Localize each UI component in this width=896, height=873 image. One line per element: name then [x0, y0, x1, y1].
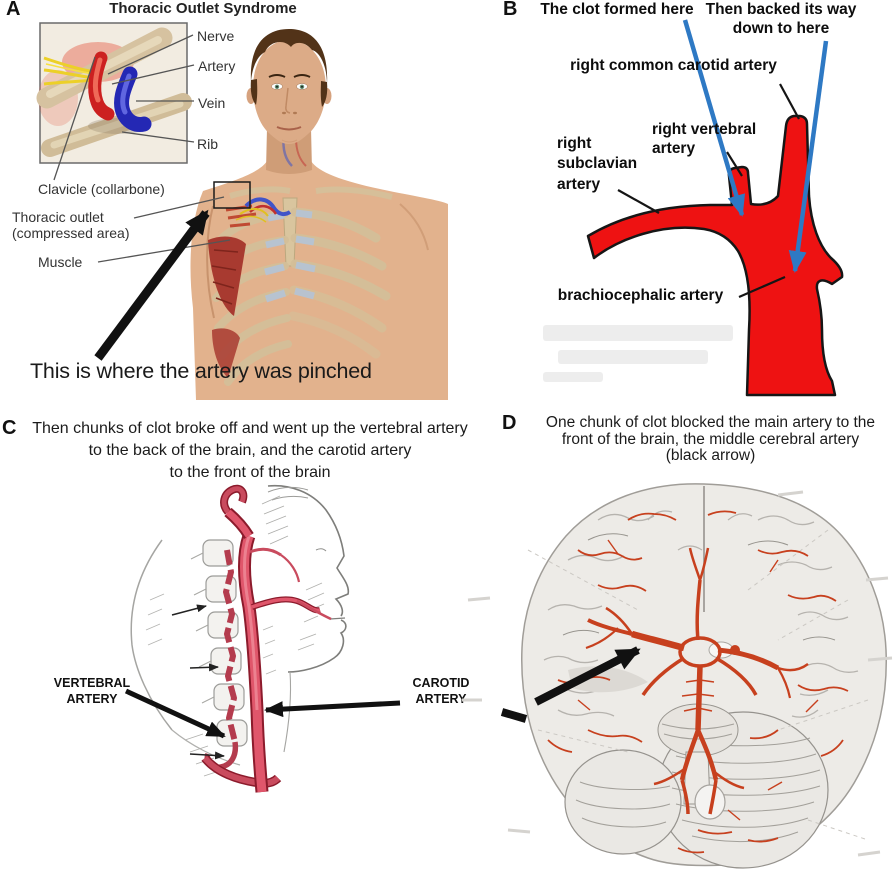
panel-c-caption-line1: Then chunks of clot broke off and went u…: [32, 420, 468, 437]
panel-a-title: Thoracic Outlet Syndrome: [109, 0, 297, 17]
label-carotid-artery: CAROTID ARTERY: [412, 676, 470, 706]
label-compressed-area: (compressed area): [12, 225, 130, 241]
panel-c-caption-line2: to the back of the brain, and the caroti…: [88, 442, 412, 459]
label-brachiocephalic: brachiocephalic artery: [557, 287, 724, 304]
label-nerve: Nerve: [197, 28, 235, 44]
engraving-leader-lines: [527, 529, 869, 841]
panel-c-letter: C: [2, 417, 17, 439]
jpeg-artifacts: [543, 325, 733, 382]
panel-b-letter: B: [503, 0, 518, 20]
label-vein: Vein: [198, 95, 226, 111]
label-vertebral-artery: VERTEBRAL ARTERY: [53, 676, 131, 706]
label-muscle: Muscle: [38, 254, 83, 270]
panel-d-caption-line3: (black arrow): [665, 447, 756, 464]
panel-a-illustration: [36, 22, 448, 400]
label-right-common-carotid: right common carotid artery: [570, 57, 777, 74]
inset-diagram: [36, 22, 192, 164]
label-arrows: [124, 688, 401, 739]
label-clavicle: Clavicle (collarbone): [38, 181, 165, 197]
label-leader-lines: [53, 34, 231, 263]
panel-d-caption-line1: One chunk of clot blocked the main arter…: [545, 414, 876, 431]
panel-b-illustration: [543, 19, 844, 397]
panel-c-illustration: [124, 484, 401, 793]
callout-arrows: [682, 19, 829, 273]
pointer-lines: [617, 83, 800, 299]
callout-backed-down: Then backed its way down to here: [705, 1, 857, 37]
panel-a-letter: A: [6, 0, 21, 20]
label-rib: Rib: [197, 136, 219, 152]
cortical-branches: [547, 510, 849, 854]
panel-a-caption: This is where the artery was pinched: [30, 359, 372, 383]
panel-d: D One chunk of clot blocked the main art…: [448, 400, 896, 873]
gyri: [543, 510, 859, 718]
small-arrows: [171, 604, 225, 760]
marginal-marks: [462, 490, 893, 857]
artery-diagram: [586, 114, 844, 397]
torso-illustration: [190, 29, 448, 400]
sulci: [562, 533, 836, 641]
rib-cartilage: [264, 209, 316, 303]
compression-site-box: [213, 181, 251, 209]
artery-twigs: [577, 539, 819, 821]
panel-d-caption-line2: front of the brain, the middle cerebral …: [561, 430, 860, 448]
label-right-vertebral: right vertebral artery: [652, 121, 757, 157]
brain-arteries: [547, 510, 849, 854]
panel-c: C Then chunks of clot broke off and went…: [0, 400, 500, 873]
panel-c-caption-line3: to the front of the brain: [169, 464, 331, 481]
clot-arrow: [500, 646, 641, 723]
panel-d-caption: One chunk of clot blocked the main arter…: [533, 414, 888, 465]
subclavian-vessels: [235, 197, 292, 223]
panel-c-caption: Then chunks of clot broke off and went u…: [25, 418, 475, 484]
carotid-artery-drawing: [220, 484, 332, 793]
panel-b: B The clot formed here Then backed its w…: [448, 0, 896, 400]
label-thoracic-outlet: Thoracic outlet: [12, 209, 104, 225]
panel-d-illustration: [462, 483, 893, 869]
panel-d-letter: D: [502, 412, 517, 434]
label-artery: Artery: [198, 58, 236, 74]
panel-a: A Thoracic Outlet Syndrome Nerve Artery …: [0, 0, 448, 400]
label-right-subclavian: right subclavian artery: [557, 135, 638, 193]
pinch-arrow: [94, 209, 210, 361]
brain-illustration: [462, 483, 893, 869]
callout-clot-formed: The clot formed here: [540, 1, 694, 18]
